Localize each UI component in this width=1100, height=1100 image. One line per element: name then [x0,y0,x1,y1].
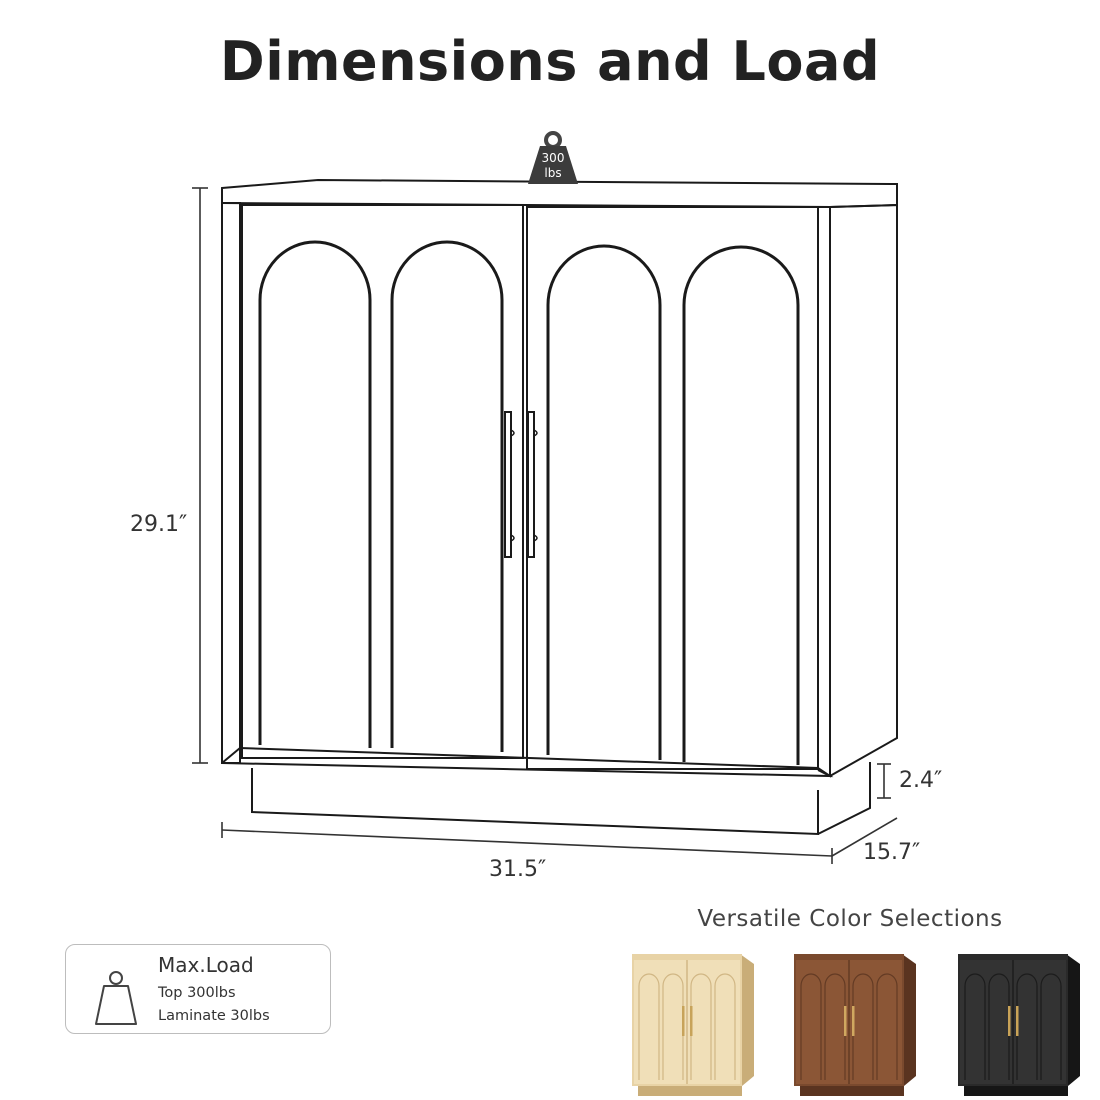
max-load-card: Max.Load Top 300lbs Laminate 30lbs [65,944,331,1034]
weight-tag-label-1: 300 [541,151,565,165]
weight-tag-icon [528,131,578,184]
right-door [526,206,819,770]
arch-panel-1 [258,240,372,748]
color-selections-title: Versatile Color Selections [697,906,1003,932]
cabinet-plinth-side [817,762,871,835]
arch-panel-2 [390,240,504,752]
arch-panel-4 [682,245,800,765]
right-door-handle [527,411,535,558]
weight-tag-label-2: lbs [544,166,562,180]
page-title: Dimensions and Load [219,30,881,93]
cabinet-right-side [817,206,831,778]
cabinet-left-side [221,202,241,764]
max-load-top: Top 300lbs [158,985,236,1001]
max-load-laminate: Laminate 30lbs [158,1008,270,1024]
depth-dimension-label: 15.7″ [863,840,921,865]
base-height-dimension-label: 2.4″ [899,768,943,793]
cabinet-top [221,178,898,209]
left-door [241,204,524,759]
left-door-handle [504,411,512,558]
color-option-walnut[interactable] [792,950,917,1100]
weight-icon [95,971,137,1025]
cabinet-side-depth [829,203,898,777]
cabinet-plinth [251,768,819,836]
max-load-title: Max.Load [158,953,254,977]
color-option-natural-oak[interactable] [630,950,755,1100]
height-dimension-label: 29.1″ [130,512,188,537]
width-dimension-label: 31.5″ [489,857,547,882]
arch-panel-3 [546,244,662,760]
color-option-black[interactable] [956,950,1081,1100]
